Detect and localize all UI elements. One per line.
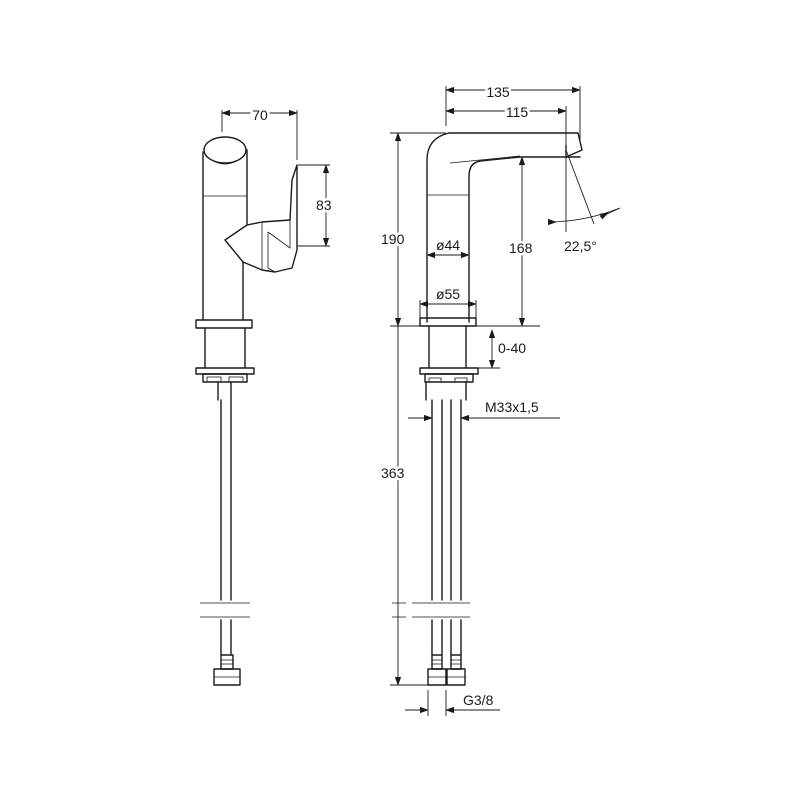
label-m33x1-5: M33x1,5 [485, 399, 539, 415]
dim-hose-length: 363 [379, 325, 428, 686]
label-135: 135 [486, 84, 510, 100]
dim-side-width: 70 [221, 105, 298, 160]
label-115: 115 [506, 104, 529, 120]
dim-body-diameter: ø44 [426, 237, 470, 259]
label-168: 168 [509, 240, 533, 256]
label-d44: ø44 [436, 237, 460, 253]
dim-spout-angle: 22,5° [547, 149, 621, 254]
dim-spout-height: 168 [476, 156, 566, 327]
dim-lever-height: 83 [298, 164, 334, 247]
front-view: 135 115 190 168 22,5° [379, 82, 621, 716]
label-70: 70 [252, 107, 268, 123]
dim-spout-reach: 115 [445, 102, 567, 144]
dim-connection: G3/8 [405, 690, 500, 716]
label-g3-8: G3/8 [463, 692, 494, 708]
dim-overall-reach: 135 [445, 82, 581, 140]
dim-base-diameter: ø55 [419, 286, 477, 318]
dim-thread: M33x1,5 [408, 399, 560, 422]
label-190: 190 [381, 231, 405, 247]
side-view: 70 83 [195, 105, 334, 686]
label-0-40: 0-40 [498, 340, 526, 356]
label-83: 83 [316, 197, 332, 213]
front-view-body [412, 132, 583, 686]
dim-deck-thickness: 0-40 [478, 329, 526, 369]
label-d55: ø55 [436, 286, 460, 302]
side-view-body [195, 136, 298, 686]
label-22-5-deg: 22,5° [564, 238, 597, 254]
label-363: 363 [381, 465, 405, 481]
